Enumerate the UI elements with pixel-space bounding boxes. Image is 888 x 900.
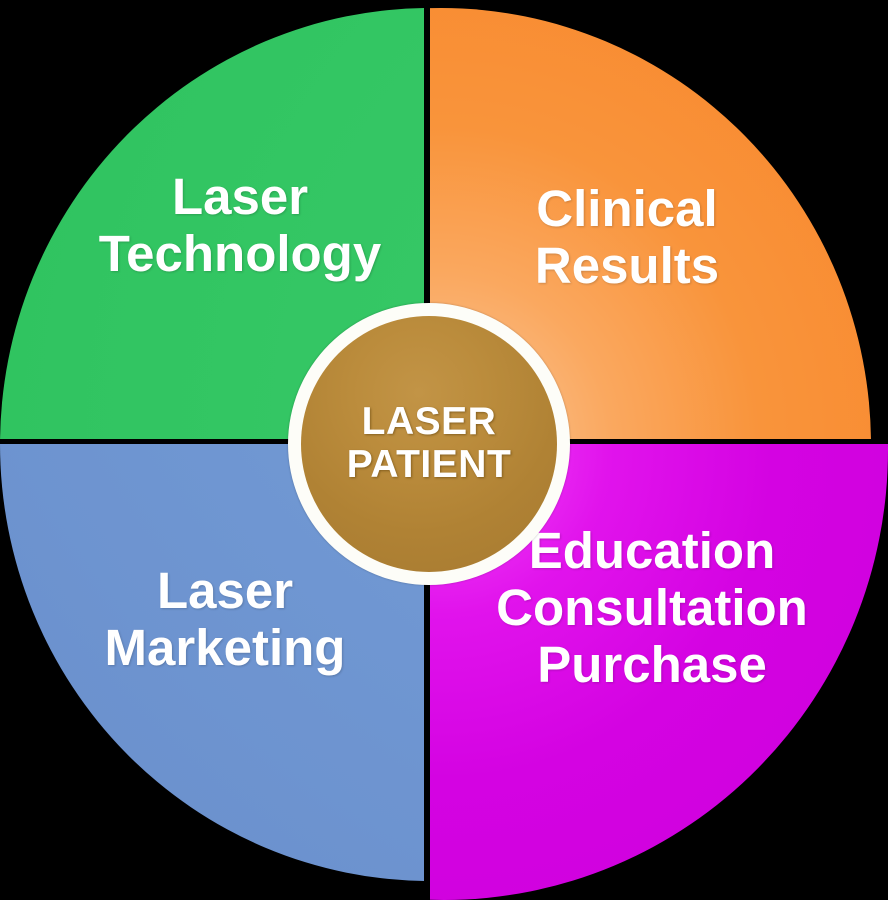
center-label: LASER PATIENT: [346, 400, 512, 486]
center-hub[interactable]: LASER PATIENT: [288, 303, 570, 585]
center-disc: LASER PATIENT: [301, 316, 557, 572]
